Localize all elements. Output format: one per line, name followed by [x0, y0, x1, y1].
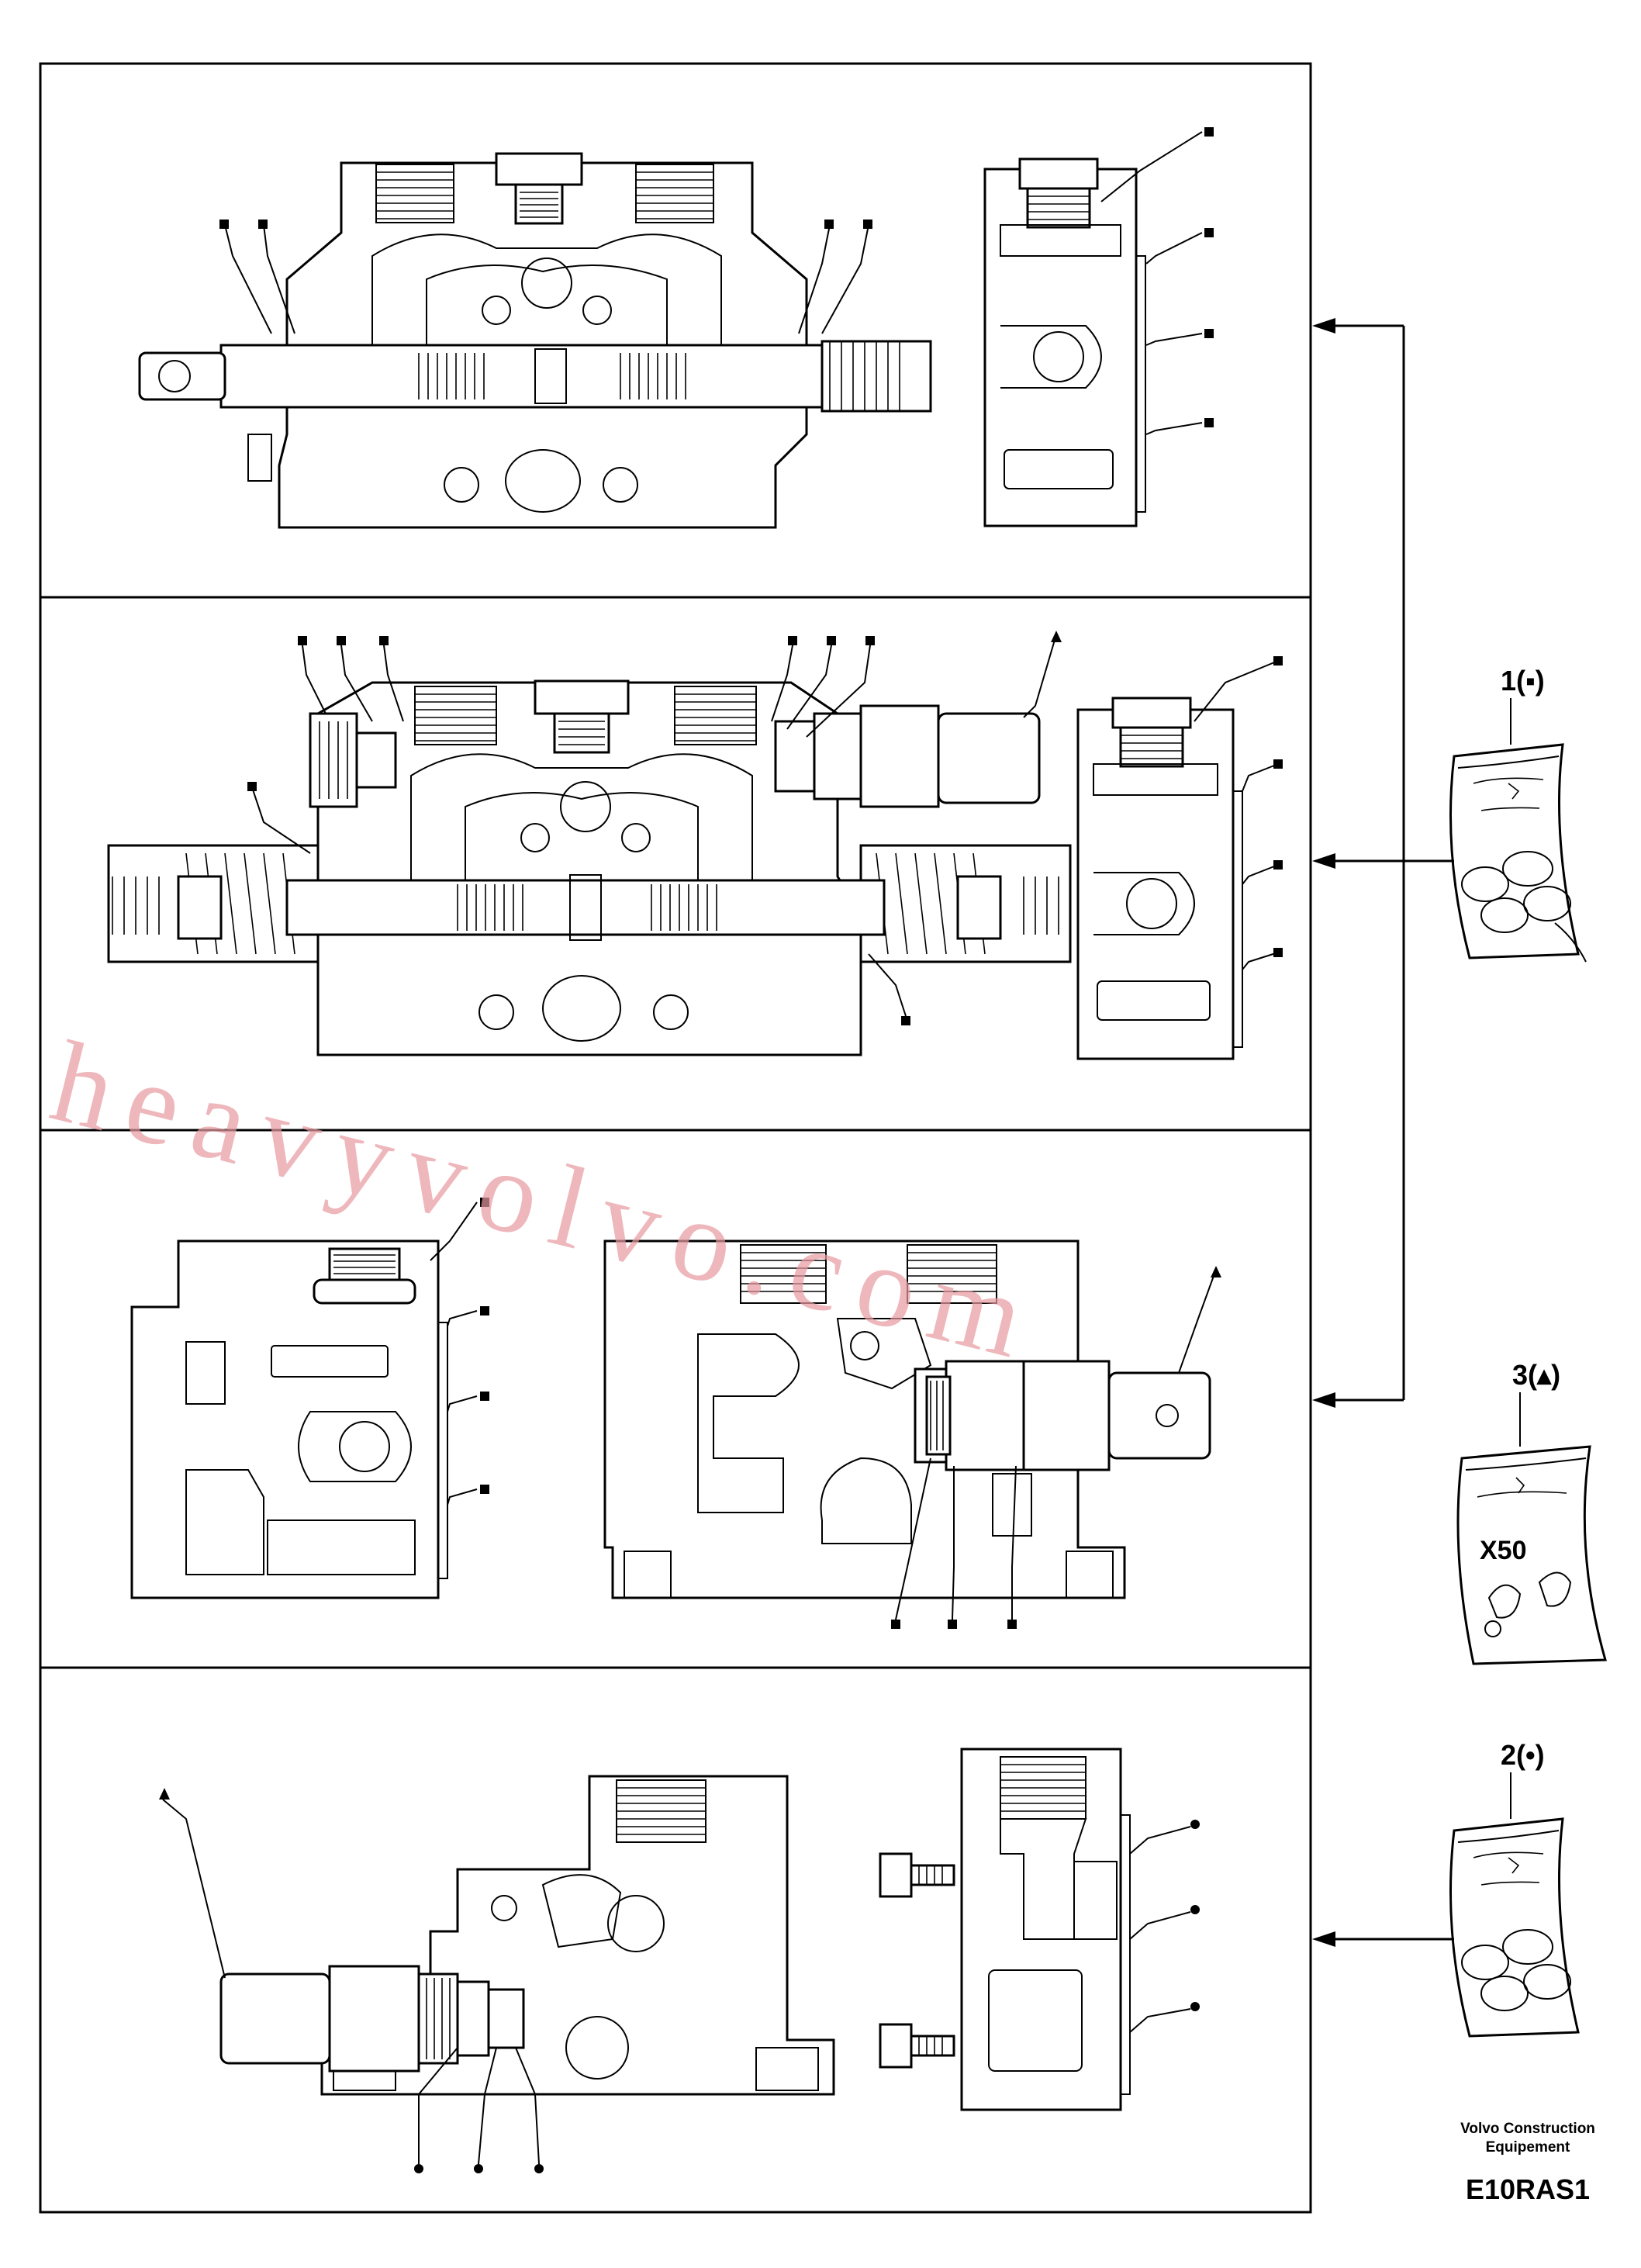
credit-line-2: Equipement: [1486, 2139, 1570, 2156]
panel-1-valve-section: [138, 127, 1214, 529]
kit-bag-3: 3(▴) X50: [1456, 1359, 1607, 1665]
kit-1-label: 1(▪): [1501, 665, 1545, 697]
watermark: heavyvolvo.com: [40, 1017, 1052, 1386]
diagram-credit: Volvo Construction Equipement E10RAS1: [1460, 2121, 1595, 2205]
panel-2-valve-section: [107, 631, 1283, 1060]
panel-frames: [39, 62, 1312, 2214]
credit-line-1: Volvo Construction: [1460, 2121, 1595, 2137]
panel-4-valve-section: [159, 1748, 1200, 2173]
kit-2-label: 2(•): [1501, 1739, 1545, 1771]
panel-3-valve-section: [130, 1198, 1221, 1629]
kit-3-quantity: X50: [1480, 1536, 1527, 1565]
kit-bag-1: 1(▪): [1449, 665, 1587, 963]
kit-bag-2: 2(•): [1449, 1739, 1580, 2038]
kit-3-label: 3(▴): [1512, 1359, 1560, 1391]
kit-arrows: [1312, 318, 1454, 1947]
diagram-reference: E10RAS1: [1466, 2173, 1590, 2205]
